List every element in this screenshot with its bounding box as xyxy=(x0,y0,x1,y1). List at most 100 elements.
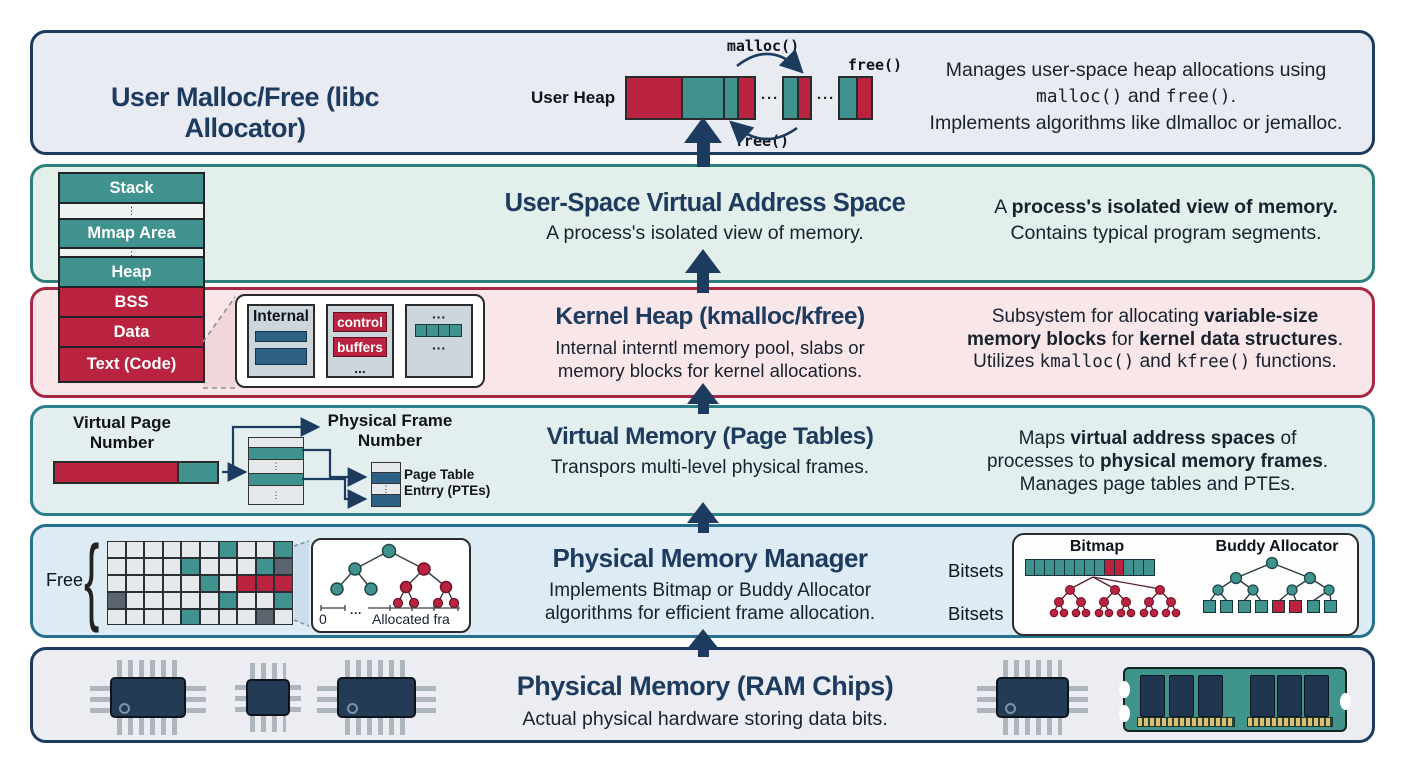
frame-cell xyxy=(125,574,145,592)
desc-line1: Manages user-space heap allocations usin… xyxy=(945,59,1327,81)
frame-cell xyxy=(274,541,293,558)
virtual-memory-subtitle: Transpors multi-level physical frames. xyxy=(550,457,870,478)
page-table-middle: ⋮⋮ xyxy=(248,437,304,505)
slab-internal-label: Internal xyxy=(253,308,309,325)
frame-cell xyxy=(218,591,238,609)
free-label: Free xyxy=(46,570,84,590)
bitsets-label-top: Bitsets xyxy=(948,560,1004,581)
heap-segment xyxy=(625,76,683,120)
segment-text-code-: Text (Code) xyxy=(60,348,203,381)
buddy-leaf-row xyxy=(1203,600,1341,613)
user-space-title: User-Space Virtual Address Space xyxy=(504,189,906,217)
virtual-memory-description: Maps virtual address spaces of processes… xyxy=(986,428,1329,495)
frame-cell xyxy=(162,608,182,626)
frame-cell xyxy=(144,608,163,626)
slab-bar xyxy=(255,348,307,365)
segment-gap: ⋮ xyxy=(60,204,203,220)
frame-cell xyxy=(199,574,219,592)
flow-arrow-up xyxy=(687,383,719,414)
free-top-label: free() xyxy=(847,56,903,74)
segment-heap: Heap xyxy=(60,258,203,288)
slab-buffers-chip: buffers xyxy=(333,337,387,357)
kernel-heap-title: Kernel Heap (kmalloc/kfree) xyxy=(555,303,865,330)
slab-panel-internal: Internal xyxy=(247,304,315,378)
slab-cell-row xyxy=(414,324,462,337)
frame-cell xyxy=(125,541,145,558)
flow-arrow-up xyxy=(687,629,719,657)
buddy-leaf xyxy=(1203,600,1216,613)
frame-cell xyxy=(237,557,256,575)
frame-cell xyxy=(181,557,200,575)
bitmap-cell xyxy=(1143,559,1155,576)
buddy-leaf xyxy=(1272,600,1286,613)
frame-cell xyxy=(125,557,145,575)
bitmap-label: Bitmap xyxy=(1069,538,1125,555)
frame-cell xyxy=(218,574,238,592)
frame-cell xyxy=(199,541,219,558)
heap-segment xyxy=(856,76,873,120)
frame-cell xyxy=(255,541,275,558)
buddy-leaf xyxy=(1220,600,1234,613)
frame-cell xyxy=(107,541,126,558)
frame-cell xyxy=(162,541,182,558)
kernel-slab-box: Internal control buffers ... ··· ··· xyxy=(235,294,485,388)
tree-axis-allocated: Allocated fra xyxy=(372,611,450,627)
user-space-subtitle: A process's isolated view of memory. xyxy=(546,222,864,244)
buddy-leaf xyxy=(1289,600,1303,613)
frame-cell xyxy=(144,541,163,558)
malloc-code: malloc() xyxy=(1036,86,1123,107)
frame-cell xyxy=(255,608,275,626)
frame-cell xyxy=(237,608,256,626)
flow-arrow-up xyxy=(687,502,719,533)
slab-control-chip: control xyxy=(333,312,387,332)
bitsets-label-bottom: Bitsets xyxy=(948,603,1004,624)
slab-hdots: ··· xyxy=(432,340,446,356)
frame-cell xyxy=(237,591,256,609)
buddy-allocator-label: Buddy Allocator xyxy=(1215,538,1339,555)
heap-dots: ··· xyxy=(761,89,779,107)
ram-chip-icon xyxy=(315,658,438,737)
page-table-row: ⋮ xyxy=(249,460,303,474)
heap-segment xyxy=(737,76,756,120)
page-table-row xyxy=(249,438,303,448)
frame-cell xyxy=(218,557,238,575)
frame-cell xyxy=(218,608,238,626)
frame-cell xyxy=(181,574,200,592)
kernel-heap-description: Subsystem for allocating variable-size m… xyxy=(967,306,1343,372)
frame-cell xyxy=(107,557,126,575)
pmm-title: Physical Memory Manager xyxy=(552,543,868,573)
buddy-leaf xyxy=(1237,600,1251,613)
page-table-row: ⋮ xyxy=(249,486,303,504)
frame-cell xyxy=(274,574,293,592)
frame-cell xyxy=(144,591,163,609)
segment-data: Data xyxy=(60,318,203,348)
user-heap-bar: ··· ··· xyxy=(625,76,873,120)
page-table-row xyxy=(372,473,400,484)
frame-cell xyxy=(199,591,219,609)
segment-stack: Stack xyxy=(60,174,203,204)
user-heap-label: User Heap xyxy=(531,88,616,107)
frame-cell xyxy=(199,557,219,575)
page-table-pte: ⋮ xyxy=(371,462,401,507)
frame-cell xyxy=(181,591,200,609)
slab-panel-cells: ··· ··· xyxy=(405,304,473,378)
pmm-subtitle: Implements Bitmap or Buddy Allocator alg… xyxy=(544,580,876,624)
page-table-row: ⋮ xyxy=(372,484,400,495)
segment-mmap-area: Mmap Area xyxy=(60,220,203,249)
frame-cell xyxy=(255,574,275,592)
frame-cell xyxy=(237,541,256,558)
frame-cell xyxy=(107,608,126,626)
bitmap-cell-row xyxy=(1024,559,1155,576)
user-malloc-description: Manages user-space heap allocations usin… xyxy=(929,59,1343,134)
heap-dots: ··· xyxy=(817,89,835,107)
frame-cell xyxy=(181,541,200,558)
desc-line3: Implements algorithms like dlmalloc or j… xyxy=(929,112,1343,134)
heap-segment xyxy=(797,76,812,120)
user-malloc-title: User Malloc/Free (libc Allocator) xyxy=(110,82,380,143)
frame-cell xyxy=(144,557,163,575)
flow-arrow-up xyxy=(684,117,722,167)
frame-cell xyxy=(107,591,126,609)
heap-segment xyxy=(838,76,858,120)
frame-cell xyxy=(125,591,145,609)
